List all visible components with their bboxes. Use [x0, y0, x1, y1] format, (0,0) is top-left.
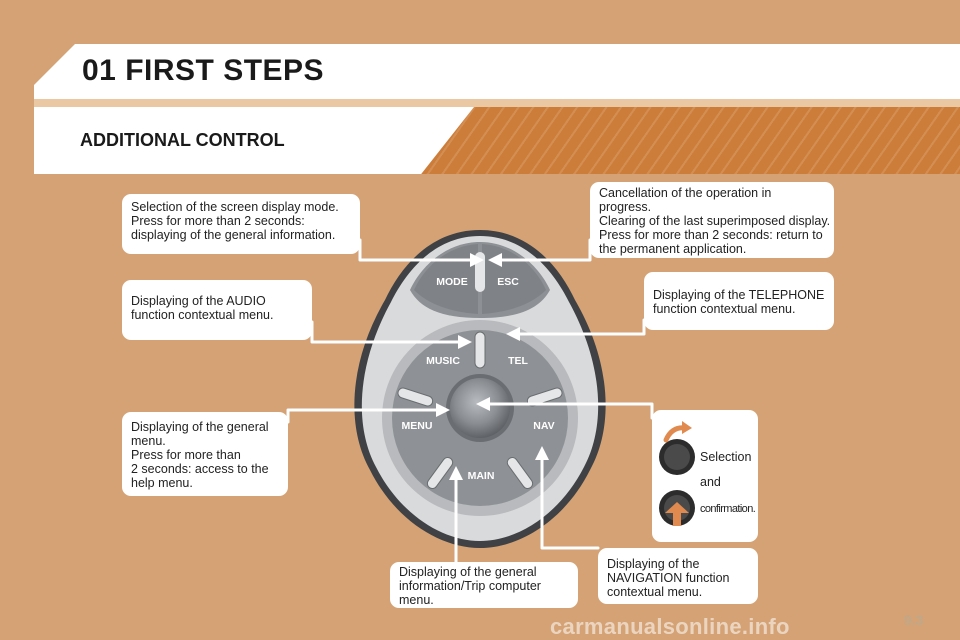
- callout-main-line-3: menu.: [399, 593, 434, 607]
- section-label-area: [34, 107, 474, 174]
- rotary-legend-graphic: [659, 421, 695, 526]
- callout-nav-line-3: contextual menu.: [607, 585, 703, 599]
- callout-mode: Selection of the screen display mode. Pr…: [122, 194, 360, 254]
- music-button[interactable]: MUSIC: [426, 355, 460, 367]
- arrow-mode: [358, 238, 474, 262]
- page-title: 01 FIRST STEPS: [82, 54, 325, 87]
- rotary-knob[interactable]: [450, 378, 510, 438]
- watermark: carmanualsonline.info: [550, 614, 790, 639]
- callout-music-line-2: function contextual menu.: [131, 308, 274, 322]
- tel-button[interactable]: TEL: [508, 355, 528, 367]
- callout-esc-line-4: Press for more than 2 seconds: return to: [599, 228, 823, 242]
- legend-selection: Selection: [700, 450, 752, 464]
- section-title: ADDITIONAL CONTROL: [80, 130, 285, 150]
- legend-confirmation: confirmation.: [700, 503, 756, 515]
- arrow-music: [310, 320, 462, 344]
- main-button[interactable]: MAIN: [468, 470, 495, 482]
- press-arrow-icon: [673, 510, 681, 526]
- callout-music: Displaying of the AUDIO function context…: [122, 280, 312, 340]
- legend-and: and: [700, 475, 721, 489]
- callout-menu-line-4: 2 seconds: access to the: [131, 462, 269, 476]
- callout-main-line-1: Displaying of the general: [399, 565, 537, 579]
- callout-nav-line-2: NAVIGATION function: [607, 571, 730, 585]
- callout-esc-line-1: Cancellation of the operation in: [599, 186, 772, 200]
- page-number: 9.3: [904, 612, 924, 628]
- callout-main-line-2: information/Trip computer: [399, 579, 541, 593]
- callout-esc-line-5: the permanent application.: [599, 242, 747, 256]
- callout-tel-line-1: Displaying of the TELEPHONE: [653, 288, 825, 302]
- callout-menu-line-1: Displaying of the general: [131, 420, 269, 434]
- arrow-esc: [496, 238, 592, 262]
- arrow-tel: [514, 318, 646, 336]
- callout-nav-line-1: Displaying of the: [607, 557, 700, 571]
- callout-menu: Displaying of the general menu. Press fo…: [122, 412, 288, 496]
- callout-music-line-1: Displaying of the AUDIO: [131, 294, 266, 308]
- callout-menu-line-2: menu.: [131, 434, 166, 448]
- rotary-legend: Selection and confirmation.: [652, 410, 758, 542]
- callout-mode-line-1: Selection of the screen display mode.: [131, 200, 339, 214]
- menu-button[interactable]: MENU: [402, 420, 433, 432]
- callout-esc-line-2: progress.: [599, 200, 652, 214]
- header-divider: [34, 99, 960, 107]
- esc-label: ESC: [497, 276, 519, 288]
- callout-tel-line-2: function contextual menu.: [653, 302, 796, 316]
- nav-button[interactable]: NAV: [533, 420, 554, 432]
- callout-tel: Displaying of the TELEPHONE function con…: [644, 272, 834, 330]
- arrow-knob: [482, 402, 654, 420]
- mode-label: MODE: [436, 276, 468, 288]
- header-band: [34, 44, 960, 99]
- arrow-menu: [286, 408, 440, 424]
- callout-mode-line-3: displaying of the general information.: [131, 228, 336, 242]
- callout-menu-line-5: help menu.: [131, 476, 193, 490]
- callout-esc-line-3: Clearing of the last superimposed displa…: [599, 214, 831, 228]
- callout-menu-line-3: Press for more than: [131, 448, 241, 462]
- callout-nav: Displaying of the NAVIGATION function co…: [598, 548, 758, 604]
- callout-main: Displaying of the general information/Tr…: [390, 562, 578, 608]
- arrow-nav: [540, 454, 600, 550]
- callout-mode-line-2: Press for more than 2 seconds:: [131, 214, 305, 228]
- callout-esc: Cancellation of the operation in progres…: [590, 182, 834, 258]
